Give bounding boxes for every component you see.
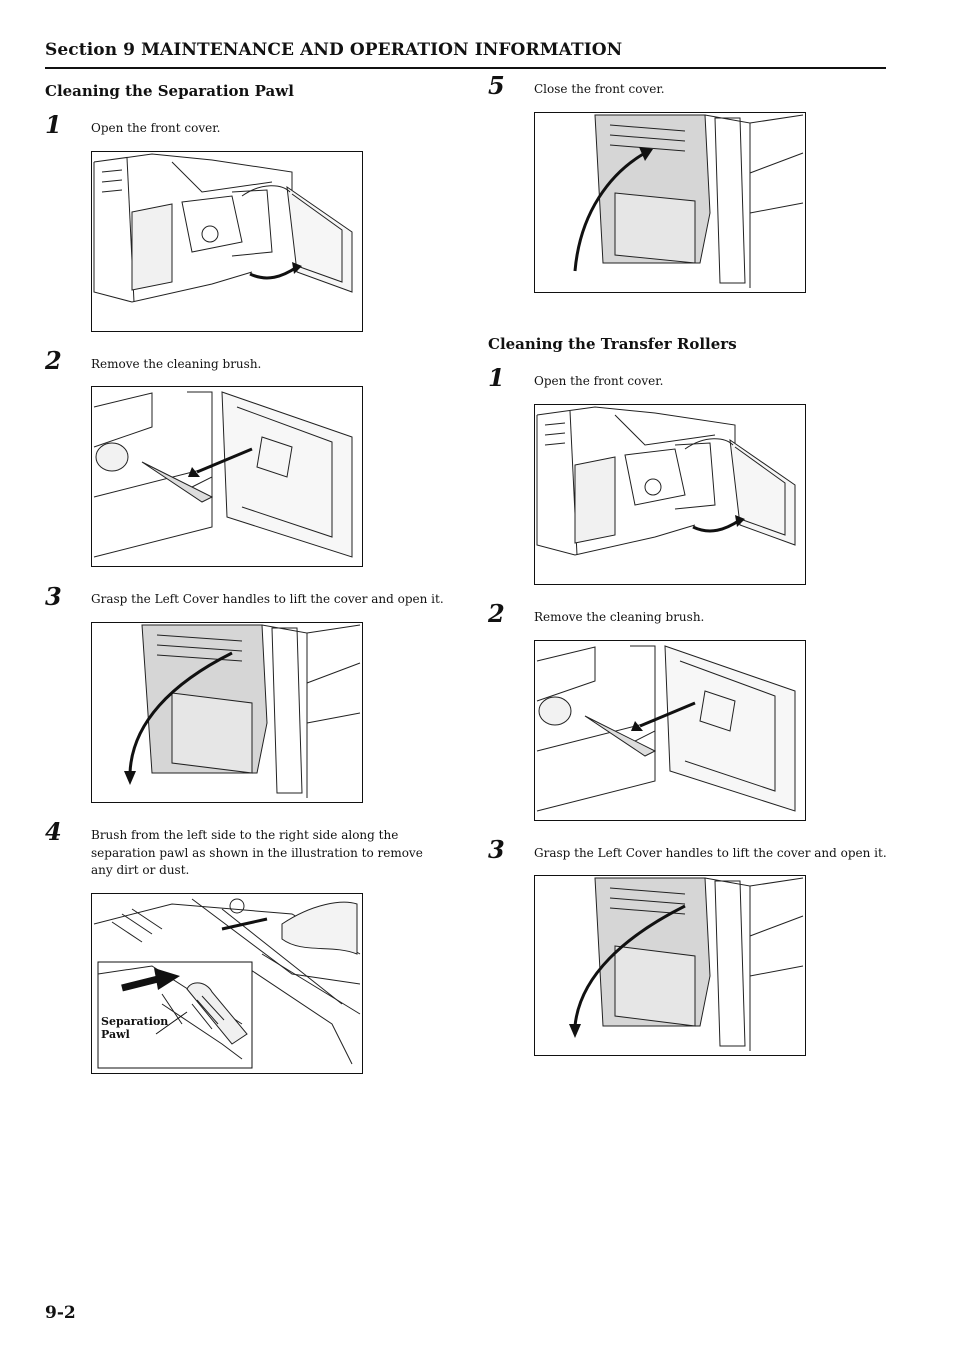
step-text: Grasp the Left Cover handles to lift the… bbox=[534, 846, 887, 860]
callout-line: Pawl bbox=[101, 1028, 130, 1041]
illustration-open-front-cover bbox=[534, 404, 806, 585]
illustration-close-front-cover bbox=[534, 112, 806, 293]
illustration-open-left-cover bbox=[534, 875, 806, 1056]
section-title-separation-pawl: Cleaning the Separation Pawl bbox=[45, 82, 294, 100]
section-title-transfer-rollers: Cleaning the Transfer Rollers bbox=[488, 335, 737, 353]
step-text: Grasp the Left Cover handles to lift the… bbox=[91, 592, 444, 606]
callout-separation-pawl: Separation Pawl bbox=[101, 1015, 168, 1041]
step-text: Open the front cover. bbox=[534, 374, 664, 388]
step-number: 1 bbox=[45, 110, 62, 139]
illustration-remove-cleaning-brush bbox=[91, 386, 363, 567]
step-number: 1 bbox=[488, 363, 505, 392]
step-text: Remove the cleaning brush. bbox=[534, 610, 705, 624]
step-number: 2 bbox=[488, 599, 505, 628]
step-number: 2 bbox=[45, 346, 62, 375]
section-header: Section 9 MAINTENANCE AND OPERATION INFO… bbox=[45, 40, 623, 60]
illustration-open-front-cover bbox=[91, 151, 363, 332]
illustration-remove-cleaning-brush bbox=[534, 640, 806, 821]
page-number: 9-2 bbox=[45, 1303, 76, 1323]
step-number: 4 bbox=[45, 817, 62, 846]
step-number: 3 bbox=[45, 582, 62, 611]
step-number: 3 bbox=[488, 835, 505, 864]
illustration-brush-separation-pawl: Separation Pawl bbox=[91, 893, 363, 1074]
header-rule bbox=[45, 67, 886, 69]
step-text: Close the front cover. bbox=[534, 82, 665, 96]
illustration-open-left-cover bbox=[91, 622, 363, 803]
callout-line: Separation bbox=[101, 1015, 169, 1028]
step-text: Open the front cover. bbox=[91, 121, 221, 135]
step-number: 5 bbox=[488, 71, 505, 100]
step-text: Brush from the left side to the right si… bbox=[91, 828, 423, 877]
step-text: Remove the cleaning brush. bbox=[91, 357, 262, 371]
